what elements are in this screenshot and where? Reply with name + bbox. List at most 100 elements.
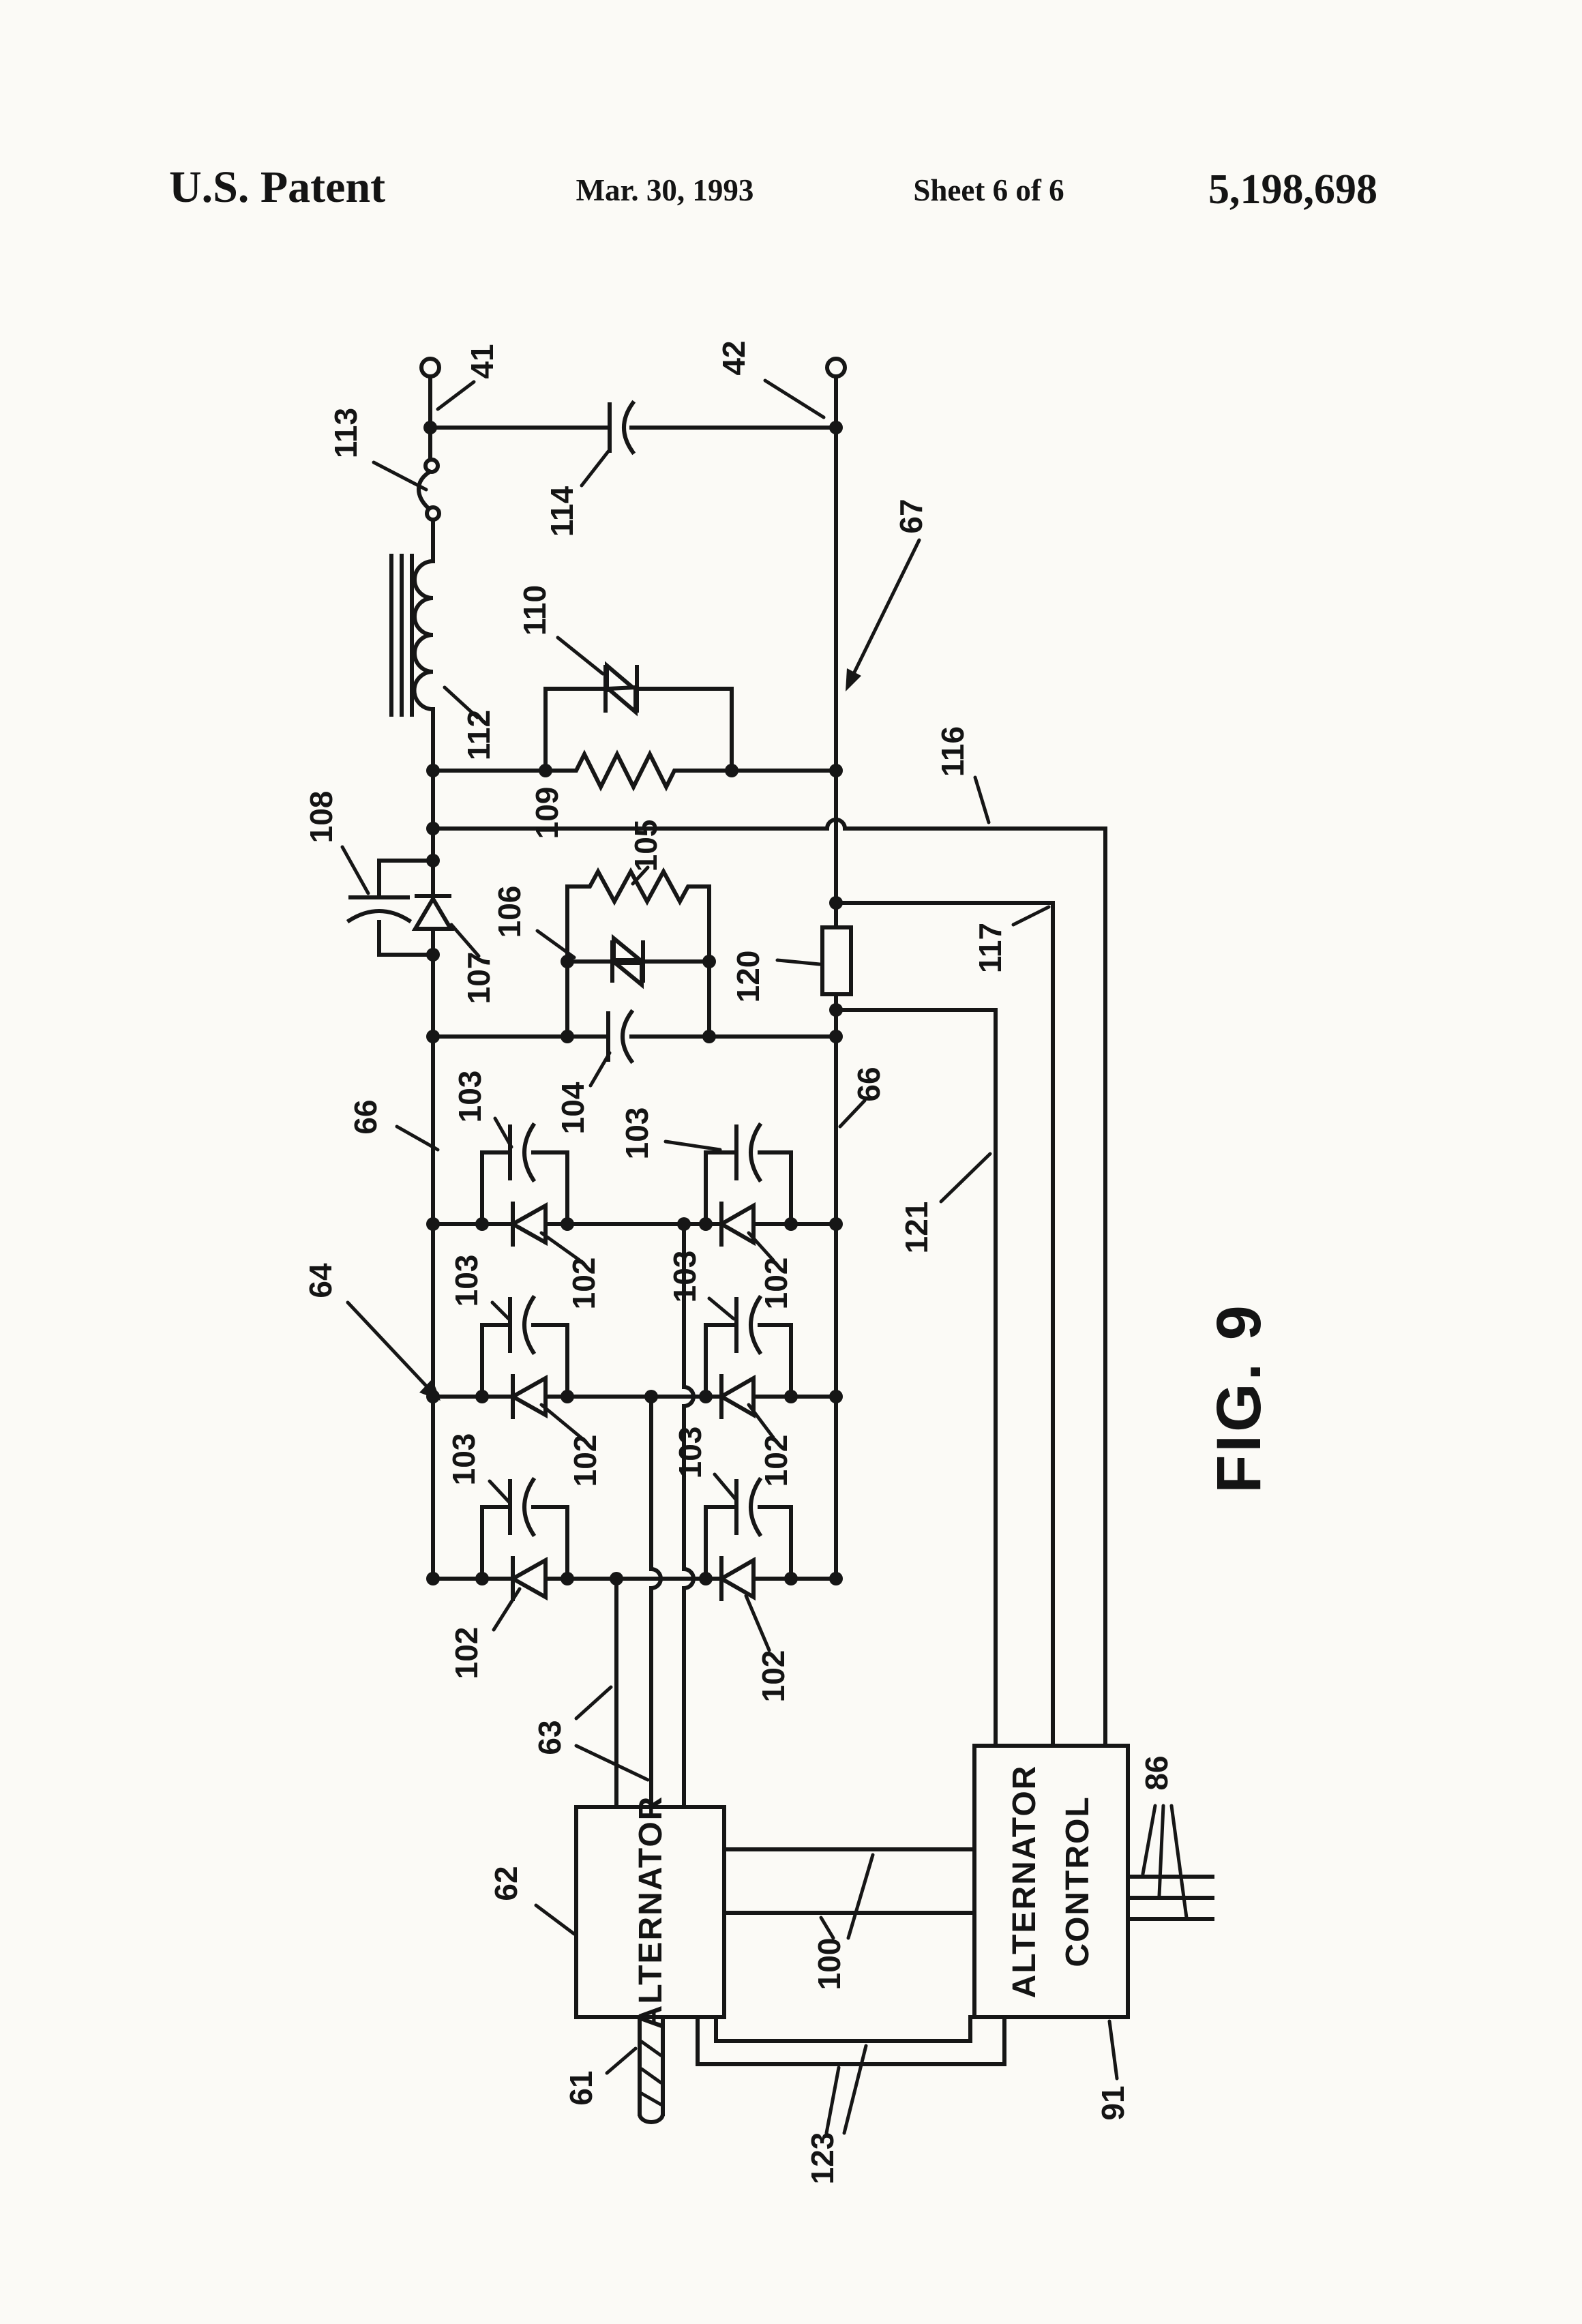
alternator-box-label: ALTERNATOR <box>633 1796 669 2029</box>
label-102-r4r: 102 <box>756 1650 791 1703</box>
cap-loop-r4-right <box>704 1505 793 1581</box>
cap-104-curved-plate <box>621 1009 635 1064</box>
diode-107 <box>411 894 455 931</box>
label-66-left: 66 <box>348 1099 383 1134</box>
label-41: 41 <box>464 344 500 378</box>
label-117: 117 <box>972 923 1008 973</box>
switch-contact-upper <box>423 458 440 474</box>
label-64: 64 <box>303 1263 338 1298</box>
label-116: 116 <box>935 726 970 777</box>
label-110: 110 <box>517 585 552 636</box>
shaft-61 <box>637 2015 666 2124</box>
reference-numerals: 113 41 42 112 114 110 67 109 116 108 107… <box>303 340 1174 2184</box>
switch-blade <box>417 468 433 511</box>
arrow-64 <box>346 1300 441 1401</box>
wire-121 <box>834 1008 998 1748</box>
label-63: 63 <box>532 1720 567 1755</box>
label-102-r2l: 102 <box>566 1257 601 1310</box>
alternator-box <box>574 1805 726 2019</box>
label-109: 109 <box>529 787 565 839</box>
junction-dots <box>423 421 843 1585</box>
label-42: 42 <box>716 340 751 375</box>
label-103-r3l: 103 <box>449 1255 484 1307</box>
switch-113 <box>417 458 441 522</box>
label-103-r4r: 103 <box>672 1427 708 1479</box>
inductor-core-icon <box>389 554 414 717</box>
patent-date: Mar. 30, 1993 <box>576 173 754 207</box>
snubber-loop <box>565 867 711 1039</box>
label-102-r2r: 102 <box>758 1257 794 1310</box>
wires-100 <box>722 1847 976 1915</box>
label-91: 91 <box>1095 2085 1131 2120</box>
wires-123 <box>696 2015 1006 2066</box>
label-105: 105 <box>628 820 663 872</box>
cap-108-branch <box>377 859 435 957</box>
diac-triangle-a <box>612 934 646 962</box>
arrow-67 <box>846 538 921 691</box>
label-107: 107 <box>461 952 496 1004</box>
patent-number: 5,198,698 <box>1208 166 1377 213</box>
label-102-r3r: 102 <box>758 1435 794 1487</box>
cap-loop-r3-left <box>480 1323 569 1399</box>
label-112: 112 <box>461 710 496 760</box>
inductor-coil <box>412 558 436 712</box>
label-104: 104 <box>555 1082 591 1134</box>
figure-caption: FIG. 9 <box>1204 1302 1274 1493</box>
alternator-control-label-line1: ALTERNATOR <box>1006 1765 1043 1999</box>
label-61: 61 <box>563 2070 599 2105</box>
cap-108-curved-plate <box>346 909 413 924</box>
wire-117 <box>834 901 1055 1748</box>
snubber-caps-103 <box>508 1122 763 1538</box>
label-123: 123 <box>805 2132 840 2185</box>
label-103-r3r: 103 <box>667 1251 702 1303</box>
terminal-41 <box>419 357 441 378</box>
label-103-r2r: 103 <box>619 1107 655 1160</box>
triac-loop <box>543 687 734 773</box>
wire-116 <box>431 818 1107 1748</box>
diac-106 <box>609 934 646 989</box>
cap-114-curved-plate <box>622 400 636 456</box>
wires-86 <box>1126 1875 1214 1921</box>
arrow-64-head <box>419 1379 441 1401</box>
label-102-r4l: 102 <box>449 1627 484 1680</box>
diode-107-triangle <box>411 895 455 931</box>
resistor-109-bus <box>431 749 838 792</box>
label-121: 121 <box>899 1202 934 1254</box>
shunt-120 <box>820 925 853 996</box>
label-114: 114 <box>544 486 580 537</box>
phase-lead-b <box>649 1395 663 1809</box>
inductor-112 <box>389 554 436 717</box>
label-108: 108 <box>303 791 339 844</box>
cap-loop-r2-left <box>480 1150 569 1226</box>
label-67: 67 <box>893 498 929 533</box>
cap-loop-r3-right <box>704 1323 793 1399</box>
label-leader-lines <box>340 378 1189 2135</box>
bridge-diodes-102 <box>508 1202 756 1601</box>
capacitor-108 <box>346 895 413 924</box>
capacitor-114 <box>608 400 636 456</box>
label-103-r2l: 103 <box>452 1071 488 1123</box>
label-62: 62 <box>488 1866 524 1901</box>
alternator-control-label-line2: CONTROL <box>1060 1796 1096 1967</box>
triac-110 <box>603 661 640 717</box>
alternator-control-box <box>972 1744 1130 2019</box>
diac-triangle-b <box>609 961 644 989</box>
label-120: 120 <box>730 951 766 1003</box>
label-102-r3l: 102 <box>567 1435 603 1487</box>
patent-publisher: U.S. Patent <box>169 162 385 212</box>
label-103-r4l: 103 <box>446 1433 481 1486</box>
label-106: 106 <box>492 886 527 938</box>
sheet-number: Sheet 6 of 6 <box>913 173 1064 207</box>
label-100: 100 <box>811 1938 847 1991</box>
terminal-42 <box>825 357 847 378</box>
shaft-hatching <box>640 2040 663 2106</box>
switch-contact-lower <box>425 505 441 522</box>
cap-loop-r2-right <box>704 1150 793 1226</box>
phase-lead-c <box>682 1222 696 1809</box>
arrow-67-head <box>846 668 861 691</box>
label-113: 113 <box>328 408 363 458</box>
triac-triangle-b <box>603 685 638 717</box>
circuit-wiring <box>377 374 1214 2066</box>
capacitor-104 <box>606 1009 635 1064</box>
